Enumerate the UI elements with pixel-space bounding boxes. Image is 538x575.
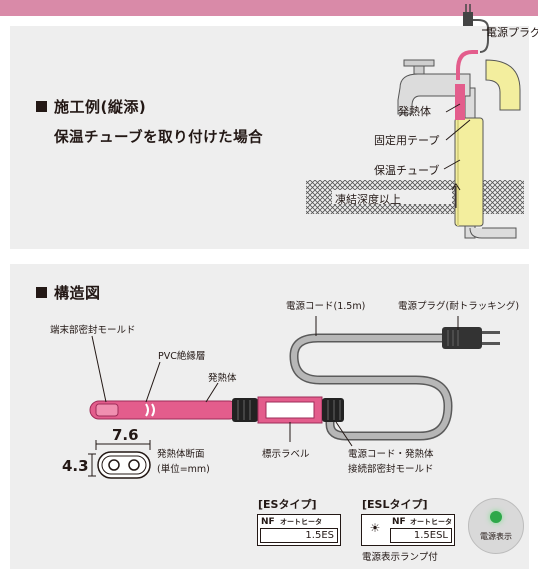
power-cord-top: [470, 19, 489, 53]
tube-label: 保温チューブ: [374, 164, 440, 177]
square-bullet-icon: [36, 287, 47, 298]
break-mark-icon: [145, 403, 155, 417]
cross-section-label: 発熱体断面: [157, 449, 205, 460]
es-model: 1.5ES: [260, 528, 338, 543]
label-tag-label: 標示ラベル: [262, 449, 310, 460]
plug-label-1: 電源プラグ: [486, 26, 538, 39]
heater-label-2: 発熱体: [208, 373, 237, 384]
lamp-label: 電源表示: [480, 532, 512, 541]
plug-prong: [482, 331, 500, 334]
nf-logo-icon: NF: [261, 517, 275, 527]
joint-mold-right: [322, 398, 344, 422]
dimension-width: 7.6: [112, 426, 139, 444]
plug-head: [463, 12, 473, 26]
joint-label-line1: 電源コード・発熱体: [348, 449, 434, 460]
es-type-title: [ESタイプ]: [258, 498, 317, 511]
tape-label: 固定用テープ: [374, 134, 440, 147]
unit-label: (単位=mm): [157, 464, 210, 475]
cord-label: 電源コード(1.5m): [286, 301, 366, 312]
end-mold: [95, 403, 119, 417]
section1-title: 施工例(縦添): [36, 96, 146, 117]
esl-model: 1.5ESL: [390, 528, 452, 543]
plug-label-2: 電源プラグ(耐トラッキング): [398, 301, 520, 312]
heater-label-1: 発熱体: [398, 105, 431, 118]
pvc-label: PVC絶縁層: [158, 351, 206, 362]
esl-brand: オートヒータ: [410, 518, 452, 526]
conductor-icon: [108, 459, 120, 471]
elbow-tube: [485, 59, 521, 111]
faucet: [397, 73, 471, 115]
es-brand: オートヒータ: [280, 518, 322, 526]
end-mold-label: 端末部密封モールド: [50, 325, 136, 336]
dimension-height: 4.3: [62, 457, 89, 475]
depth-label-bg: [332, 190, 452, 204]
power-plug: [442, 327, 482, 349]
indicator-label: [265, 401, 315, 419]
section2-title: 構造図: [36, 282, 101, 303]
depth-label: 凍結深度以上: [335, 193, 401, 206]
esl-type-title: [ESLタイプ]: [362, 498, 428, 511]
lamp-sun-icon: ☀: [369, 521, 381, 535]
pipe-elbow: [469, 227, 517, 239]
esl-badge: ☀ NF オートヒータ 1.5ESL: [361, 514, 455, 546]
esl-note: 電源表示ランプ付: [362, 552, 438, 563]
square-bullet-icon: [36, 101, 47, 112]
heater-cable-top: [456, 50, 478, 80]
power-lamp: 電源表示: [468, 498, 524, 554]
green-lamp-icon: [490, 511, 502, 523]
top-accent-bar: [0, 0, 538, 16]
nf-logo-icon: NF: [392, 517, 406, 527]
conductor-icon: [128, 459, 140, 471]
insulation-tube: [454, 117, 484, 227]
joint-mold-left: [232, 398, 258, 422]
heater-cable: [455, 84, 465, 120]
plug-prong: [482, 342, 500, 345]
section1-subtitle: 保温チューブを取り付けた場合: [54, 130, 264, 146]
es-badge: NF オートヒータ 1.5ES: [257, 514, 341, 546]
power-cord: [290, 335, 452, 439]
joint-label-line2: 接続部密封モールド: [348, 464, 434, 475]
